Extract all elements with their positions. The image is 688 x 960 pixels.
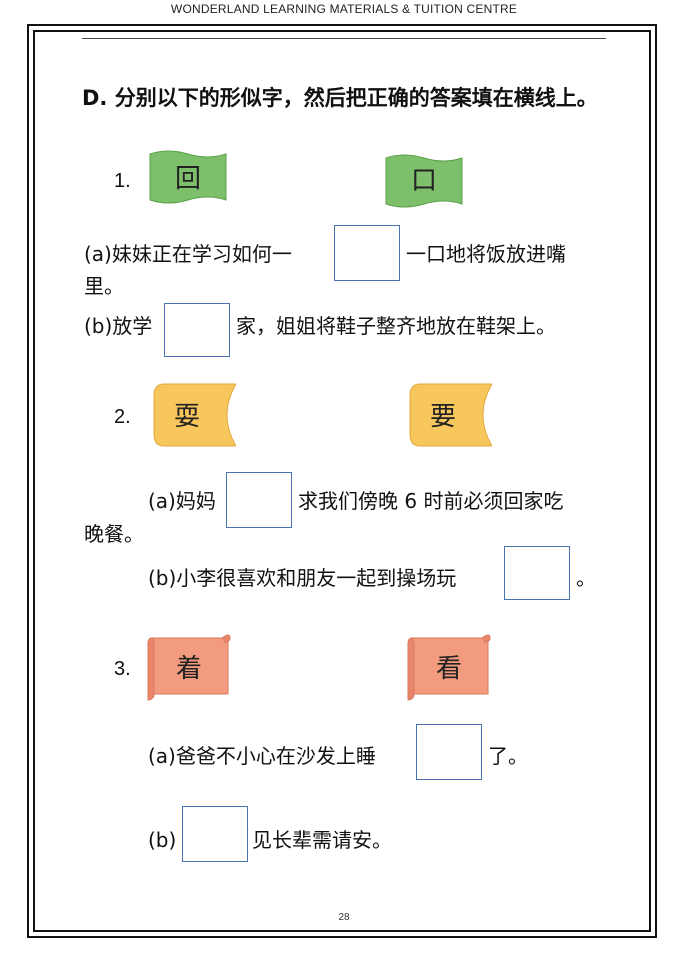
tab-shape-icon (153, 383, 237, 447)
question-number: 2. (114, 406, 131, 428)
word-text: 耍 (173, 402, 200, 432)
sentence-b-start: (b)放学 (84, 314, 153, 338)
instruction-text: D. 分别以下的形似字，然后把正确的答案填在横线上。 (82, 86, 598, 110)
question-number: 3. (114, 658, 131, 680)
page-number: 28 (338, 912, 350, 923)
sentence-b-end: 见长辈需请安。 (252, 828, 392, 852)
sentence-b-end: 家，姐姐将鞋子整齐地放在鞋架上。 (236, 314, 556, 338)
answer-box-3b[interactable] (182, 806, 248, 862)
word-text: 要 (429, 402, 456, 432)
sentence-a-end: 求我们傍晚 6 时前必须回家吃 (298, 489, 564, 513)
word-card-yao: 要 (408, 382, 493, 448)
answer-box-3a[interactable] (416, 724, 482, 780)
answer-box-1b[interactable] (164, 303, 230, 357)
sentence-a-start: (a)妈妈 (148, 489, 216, 513)
sentence-a-start: (a)爸爸不小心在沙发上睡 (148, 744, 376, 768)
answer-box-2b[interactable] (504, 546, 570, 600)
question-number: 1. (114, 170, 131, 192)
word-text: 着 (175, 654, 202, 684)
sentence-a-end: 一口地将饭放进嘴 (406, 242, 566, 266)
flag-shape-icon (149, 150, 227, 204)
answer-box-1a[interactable] (334, 225, 400, 281)
tab-shape-icon (409, 383, 493, 447)
sentence-a-continued: 里。 (84, 274, 124, 298)
word-card-zhe: 着 (146, 630, 232, 702)
sentence-a-end: 了。 (488, 744, 528, 768)
page-border-inner (33, 30, 651, 932)
page-header: WONDERLAND LEARNING MATERIALS & TUITION … (170, 2, 518, 16)
word-text: 看 (435, 654, 462, 684)
word-card-kou: 口 (384, 152, 464, 212)
flag-shape-icon (385, 154, 463, 208)
scroll-shape-icon (407, 634, 491, 701)
sentence-b-start: (b) (148, 828, 177, 852)
word-card-hui: 回 (148, 148, 228, 208)
word-text: 回 (174, 164, 201, 194)
word-text: 口 (410, 166, 437, 196)
sentence-b-end: 。 (576, 566, 596, 590)
answer-box-2a[interactable] (226, 472, 292, 528)
sentence-b-start: (b)小李很喜欢和朋友一起到操场玩 (148, 566, 457, 590)
page-border-outer (27, 24, 657, 938)
scroll-shape-icon (147, 634, 231, 701)
header-rule (82, 38, 606, 39)
word-card-kan: 看 (406, 630, 492, 702)
sentence-a-start: (a)妹妹正在学习如何一 (84, 242, 292, 266)
sentence-a-continued: 晚餐。 (84, 522, 144, 546)
word-card-shua: 耍 (152, 382, 237, 448)
